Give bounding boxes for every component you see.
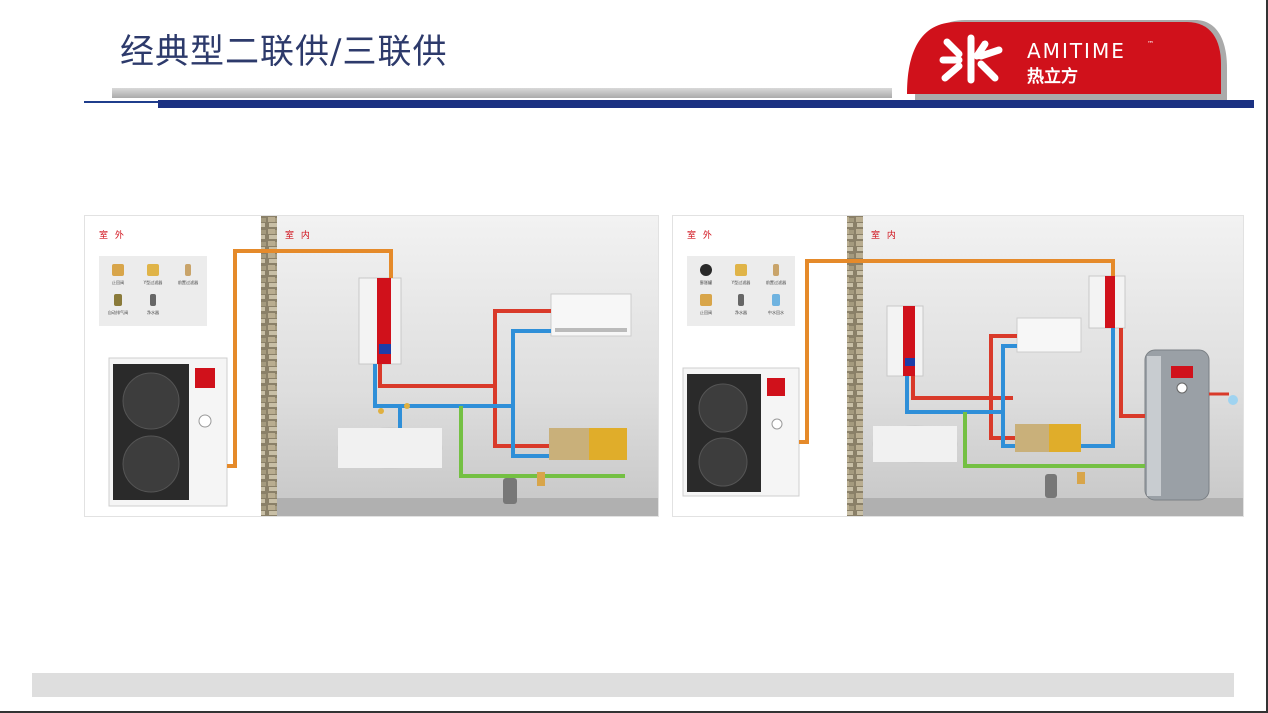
y-filter-icon [735,264,747,276]
legend-box: 膨胀罐 Y型过滤器 前置过滤器 止回阀 净水器 中水回水 [687,256,795,326]
legend-item: 净水器 [136,294,170,316]
water-purifier-icon [150,294,156,306]
legend-box: 止回阀 Y型过滤器 前置过滤器 自动排气阀 净水器 [99,256,207,326]
legend-item: 净水器 [724,294,758,316]
header-rule-thin [84,101,164,103]
footer-bar [32,673,1234,697]
y-filter-icon [147,264,159,276]
legend-item: 自动排气阀 [101,294,135,316]
legend-item: Y型过滤器 [724,264,758,286]
frame-right [1266,0,1268,713]
legend-item: 中水回水 [759,294,793,316]
legend-item: 前置过滤器 [171,264,205,286]
check-valve-icon [112,264,124,276]
label-outdoor: 室 外 [687,231,714,241]
logo-cn-text: 热立方 [1027,66,1078,87]
amitime-logo: AMITIME ™ 热立方 [907,20,1227,100]
reclaimed-water-icon [772,294,780,306]
legend-item: 止回阀 [101,264,135,286]
expansion-tank-icon [700,264,712,276]
header-rule-blue [158,100,1254,108]
header-rule-gray [112,88,892,98]
frame-bottom [0,711,1268,713]
diagram-panel-two-supply: 室 外 室 内 止回阀 Y型过滤器 前置过滤器 自动排气阀 净水器 [84,215,659,517]
legend-item: 止回阀 [689,294,723,316]
legend-item: 前置过滤器 [759,264,793,286]
diagram-panel-three-supply: 室 外 室 内 膨胀罐 Y型过滤器 前置过滤器 止回阀 净水器 中水回水 [672,215,1244,517]
label-indoor: 室 内 [285,231,312,241]
diagram-drawing [673,216,1243,516]
air-vent-valve-icon [114,294,122,306]
legend-item: Y型过滤器 [136,264,170,286]
label-outdoor: 室 外 [99,231,126,241]
logo-tm: ™ [1147,40,1154,48]
pre-filter-icon [773,264,779,276]
diagram-drawing [85,216,658,516]
page-title: 经典型二联供/三联供 [120,32,448,72]
water-purifier-icon [738,294,744,306]
logo-mark-icon [939,34,1003,84]
label-indoor: 室 内 [871,231,898,241]
check-valve-icon [700,294,712,306]
logo-brand-text: AMITIME [1027,39,1126,63]
pre-filter-icon [185,264,191,276]
legend-item: 膨胀罐 [689,264,723,286]
